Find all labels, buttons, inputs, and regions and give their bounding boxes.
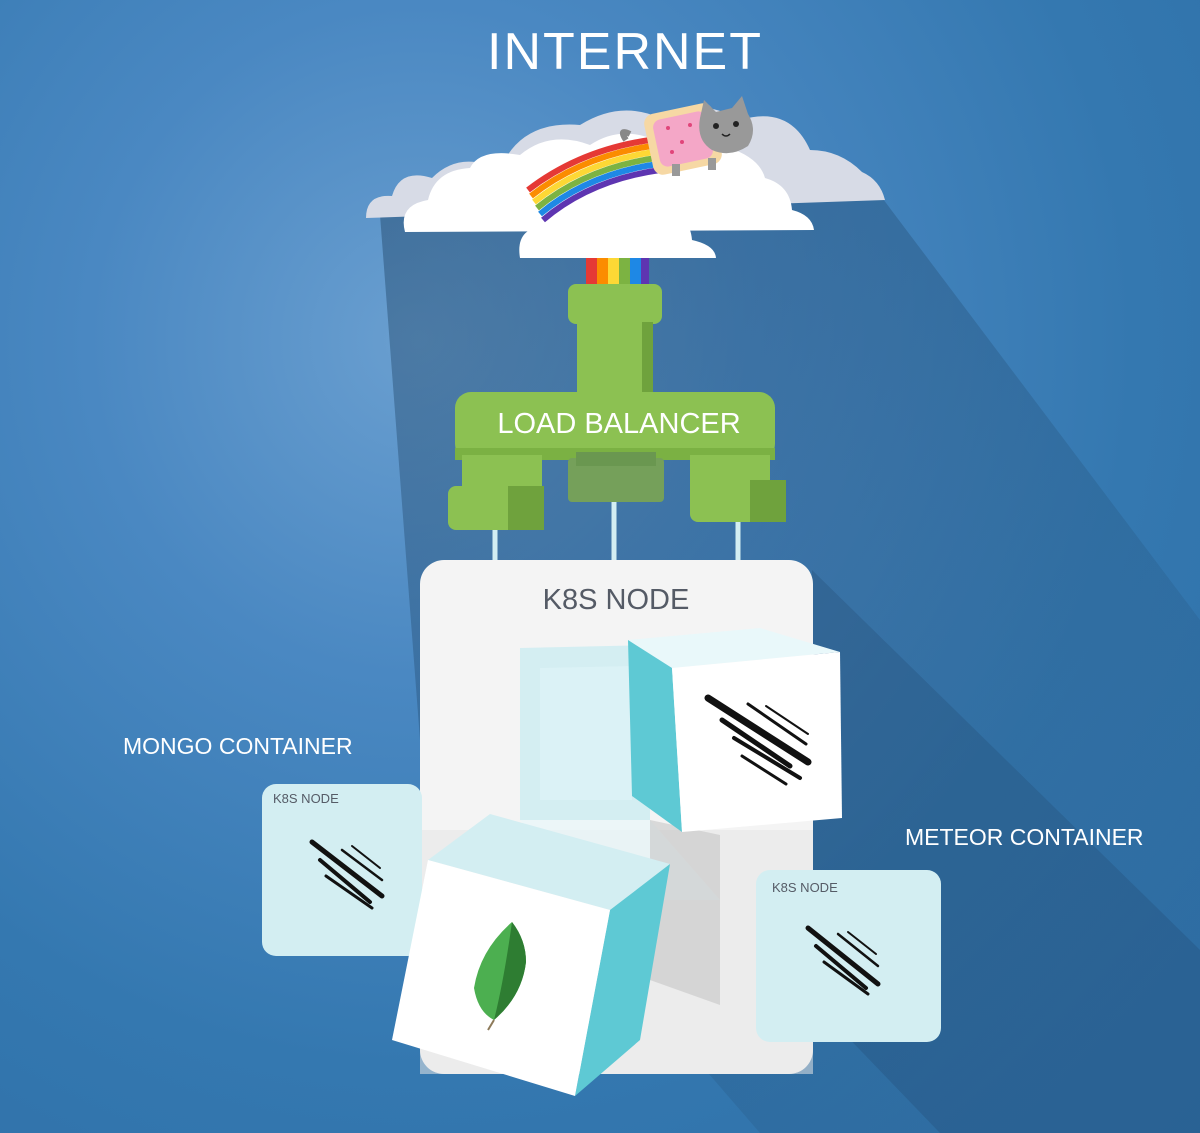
meteor-node-label: K8S NODE (772, 880, 838, 895)
load-balancer-label: LOAD BALANCER (497, 408, 741, 440)
rainbow-icon (526, 137, 661, 223)
nyan-cat-icon (619, 96, 753, 176)
meteor-logo-icon (309, 839, 385, 910)
mongo-k8s-node-box (262, 784, 422, 956)
mongo-node-label: K8S NODE (273, 791, 339, 806)
meteor-container-label: METEOR CONTAINER (905, 824, 1144, 850)
meteor-logo-icon (704, 694, 812, 786)
mongodb-leaf-icon (474, 922, 526, 1031)
k8s-node-label: K8S NODE (542, 584, 690, 616)
empty-container-slot (520, 645, 720, 1005)
rainbow-stream (586, 258, 649, 296)
mongo-container-label: MONGO CONTAINER (123, 733, 353, 759)
meteor-logo-icon (805, 925, 881, 996)
meteor-k8s-node-box (756, 870, 941, 1042)
pipe-icon (448, 284, 786, 530)
page-title: INTERNET (487, 23, 763, 81)
